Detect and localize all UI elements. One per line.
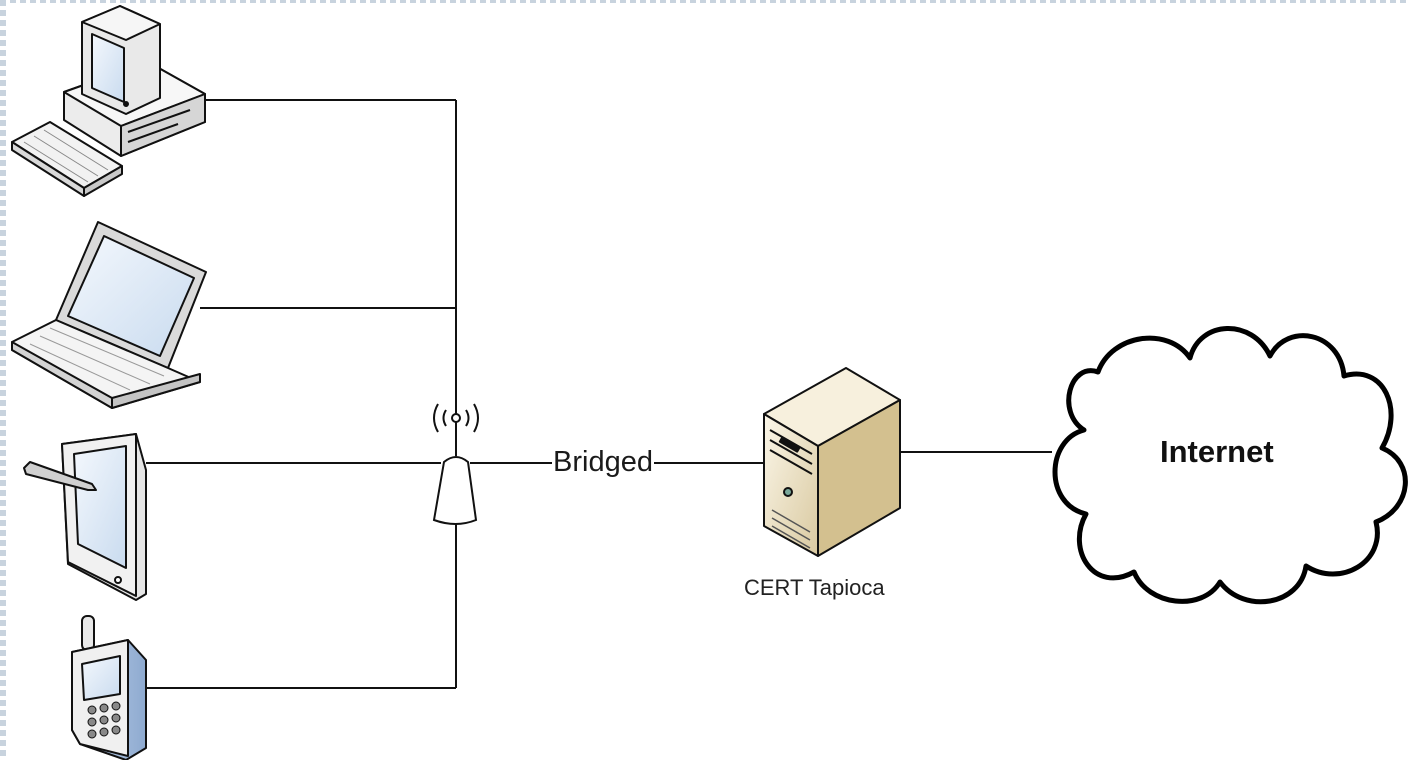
- top-border-decoration: [0, 0, 1409, 3]
- server-label: CERT Tapioca: [744, 575, 885, 600]
- laptop-icon: [11, 221, 207, 409]
- connector-lines: [146, 99, 1052, 689]
- tablet-with-stylus-icon: [23, 433, 147, 601]
- connection-label: Bridged: [552, 446, 654, 478]
- server-icon: [763, 367, 901, 557]
- mobile-phone-icon: [71, 615, 147, 760]
- left-border-decoration: [0, 0, 6, 760]
- cloud-label: Internet: [1160, 434, 1274, 469]
- desktop-computer-icon: [11, 5, 206, 197]
- wireless-access-point-icon: [432, 403, 479, 525]
- cloud-icon: [1052, 326, 1408, 605]
